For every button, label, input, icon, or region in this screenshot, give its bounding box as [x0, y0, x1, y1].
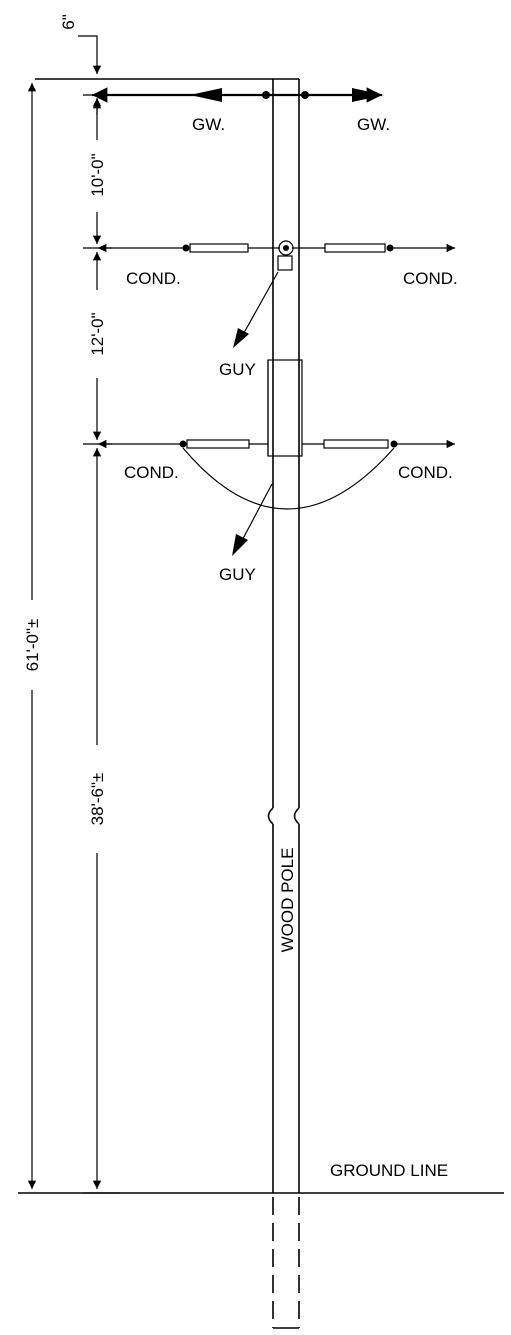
dimension-top-offset-label: 6" — [59, 14, 78, 30]
lower-left-insulator — [179, 439, 268, 449]
ground-wire-assembly — [92, 87, 384, 103]
upper-cond-left-label: COND. — [126, 269, 181, 288]
upper-guy-wire — [239, 271, 279, 341]
lower-jumper-arc — [182, 447, 395, 510]
lower-cond-left-label: COND. — [124, 463, 179, 482]
lower-conductor-assembly — [98, 359, 455, 510]
ground-line-label: GROUND LINE — [330, 1161, 448, 1180]
lower-cond-right-label: COND. — [398, 463, 453, 482]
dimension-gw-to-upper-label: 10'-0" — [88, 153, 107, 196]
lower-guy-wire — [237, 483, 273, 549]
upper-cond-right-label: COND. — [403, 269, 458, 288]
gw-right-label: GW. — [357, 115, 390, 134]
upper-right-insulator — [292, 243, 394, 253]
gw-clamp-right — [301, 91, 309, 99]
upper-guy-attachment — [277, 255, 293, 271]
gw-left-label: GW. — [192, 115, 225, 134]
gw-clamp-left — [262, 91, 270, 99]
upper-left-insulator — [182, 243, 280, 253]
lower-guy-label: GUY — [219, 565, 256, 584]
upper-bolt — [278, 240, 294, 256]
dimension-upper-to-lower-label: 12'-0" — [88, 312, 107, 355]
pole-break-symbol — [267, 807, 300, 825]
dimension-overall-height-label: 61'-0"± — [23, 619, 42, 672]
wood-pole-label: WOOD POLE — [278, 848, 297, 953]
dimension-top-offset — [78, 35, 102, 115]
upper-guy-label: GUY — [219, 360, 256, 379]
dimension-lower-to-ground-label: 38'-6"± — [88, 773, 107, 826]
lower-right-insulator — [302, 439, 398, 449]
upper-conductor-assembly — [98, 240, 455, 271]
wood-pole — [35, 78, 300, 1329]
